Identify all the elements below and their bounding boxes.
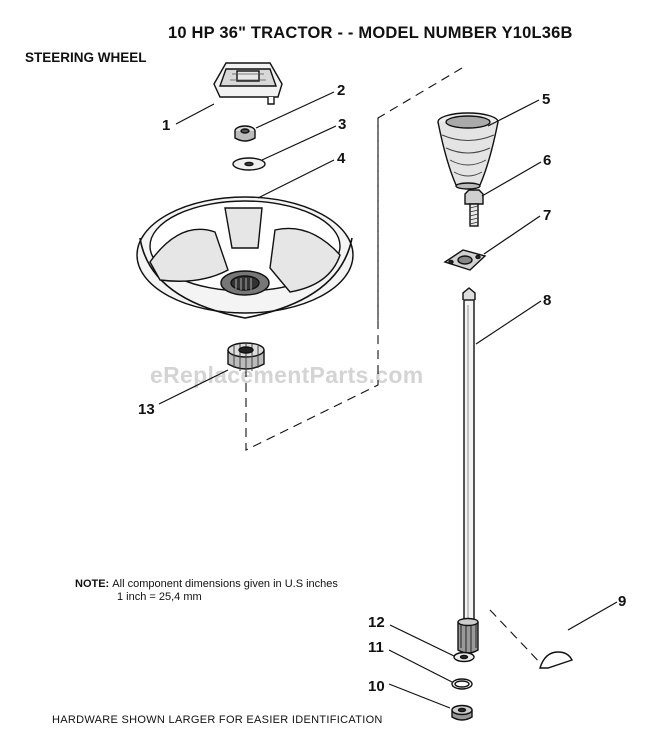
callout-2: 2 (337, 82, 345, 99)
part-2-hex-nut[interactable] (234, 125, 256, 142)
footer-note: HARDWARE SHOWN LARGER FOR EASIER IDENTIF… (52, 714, 383, 726)
note-block: NOTE: All component dimensions given in … (75, 578, 338, 604)
callout-7: 7 (543, 207, 551, 224)
callout-13: 13 (138, 401, 155, 418)
part-8-steering-shaft[interactable] (457, 287, 479, 654)
part-11-retaining-ring[interactable] (451, 678, 473, 690)
callout-10: 10 (368, 678, 385, 695)
callout-11: 11 (368, 639, 384, 656)
part-3-washer[interactable] (232, 157, 266, 171)
part-5-steering-boot[interactable] (437, 112, 499, 190)
part-13-steering-adapter[interactable] (227, 342, 265, 372)
callout-numbers: 1 2 3 4 5 6 7 8 9 10 11 12 13 (138, 82, 626, 695)
callout-3: 3 (338, 116, 346, 133)
part-10-nut[interactable] (451, 704, 473, 721)
part-12-washer[interactable] (453, 651, 475, 663)
callout-1: 1 (162, 117, 170, 134)
callout-leader-lines (158, 91, 618, 709)
part-7-flange-bearing[interactable] (443, 249, 487, 271)
part-9-cotter-pin[interactable] (539, 651, 573, 669)
note-label: NOTE: (75, 578, 110, 590)
note-line-1: All component dimensions given in U.S in… (112, 578, 338, 590)
callout-12: 12 (368, 614, 385, 631)
callout-4: 4 (337, 150, 346, 167)
diagram-title: 10 HP 36" TRACTOR - - MODEL NUMBER Y10L3… (168, 24, 573, 42)
part-1-steering-cap[interactable] (213, 62, 283, 105)
note-line-2: 1 inch = 25,4 mm (117, 591, 202, 603)
part-6-bolt[interactable] (464, 189, 484, 227)
callout-5: 5 (542, 91, 550, 108)
callout-9: 9 (618, 593, 626, 610)
section-title: STEERING WHEEL (25, 50, 147, 65)
part-4-steering-wheel[interactable] (136, 196, 354, 319)
assembly-guide-lines (245, 67, 546, 669)
callout-6: 6 (543, 152, 551, 169)
callout-8: 8 (543, 292, 551, 309)
